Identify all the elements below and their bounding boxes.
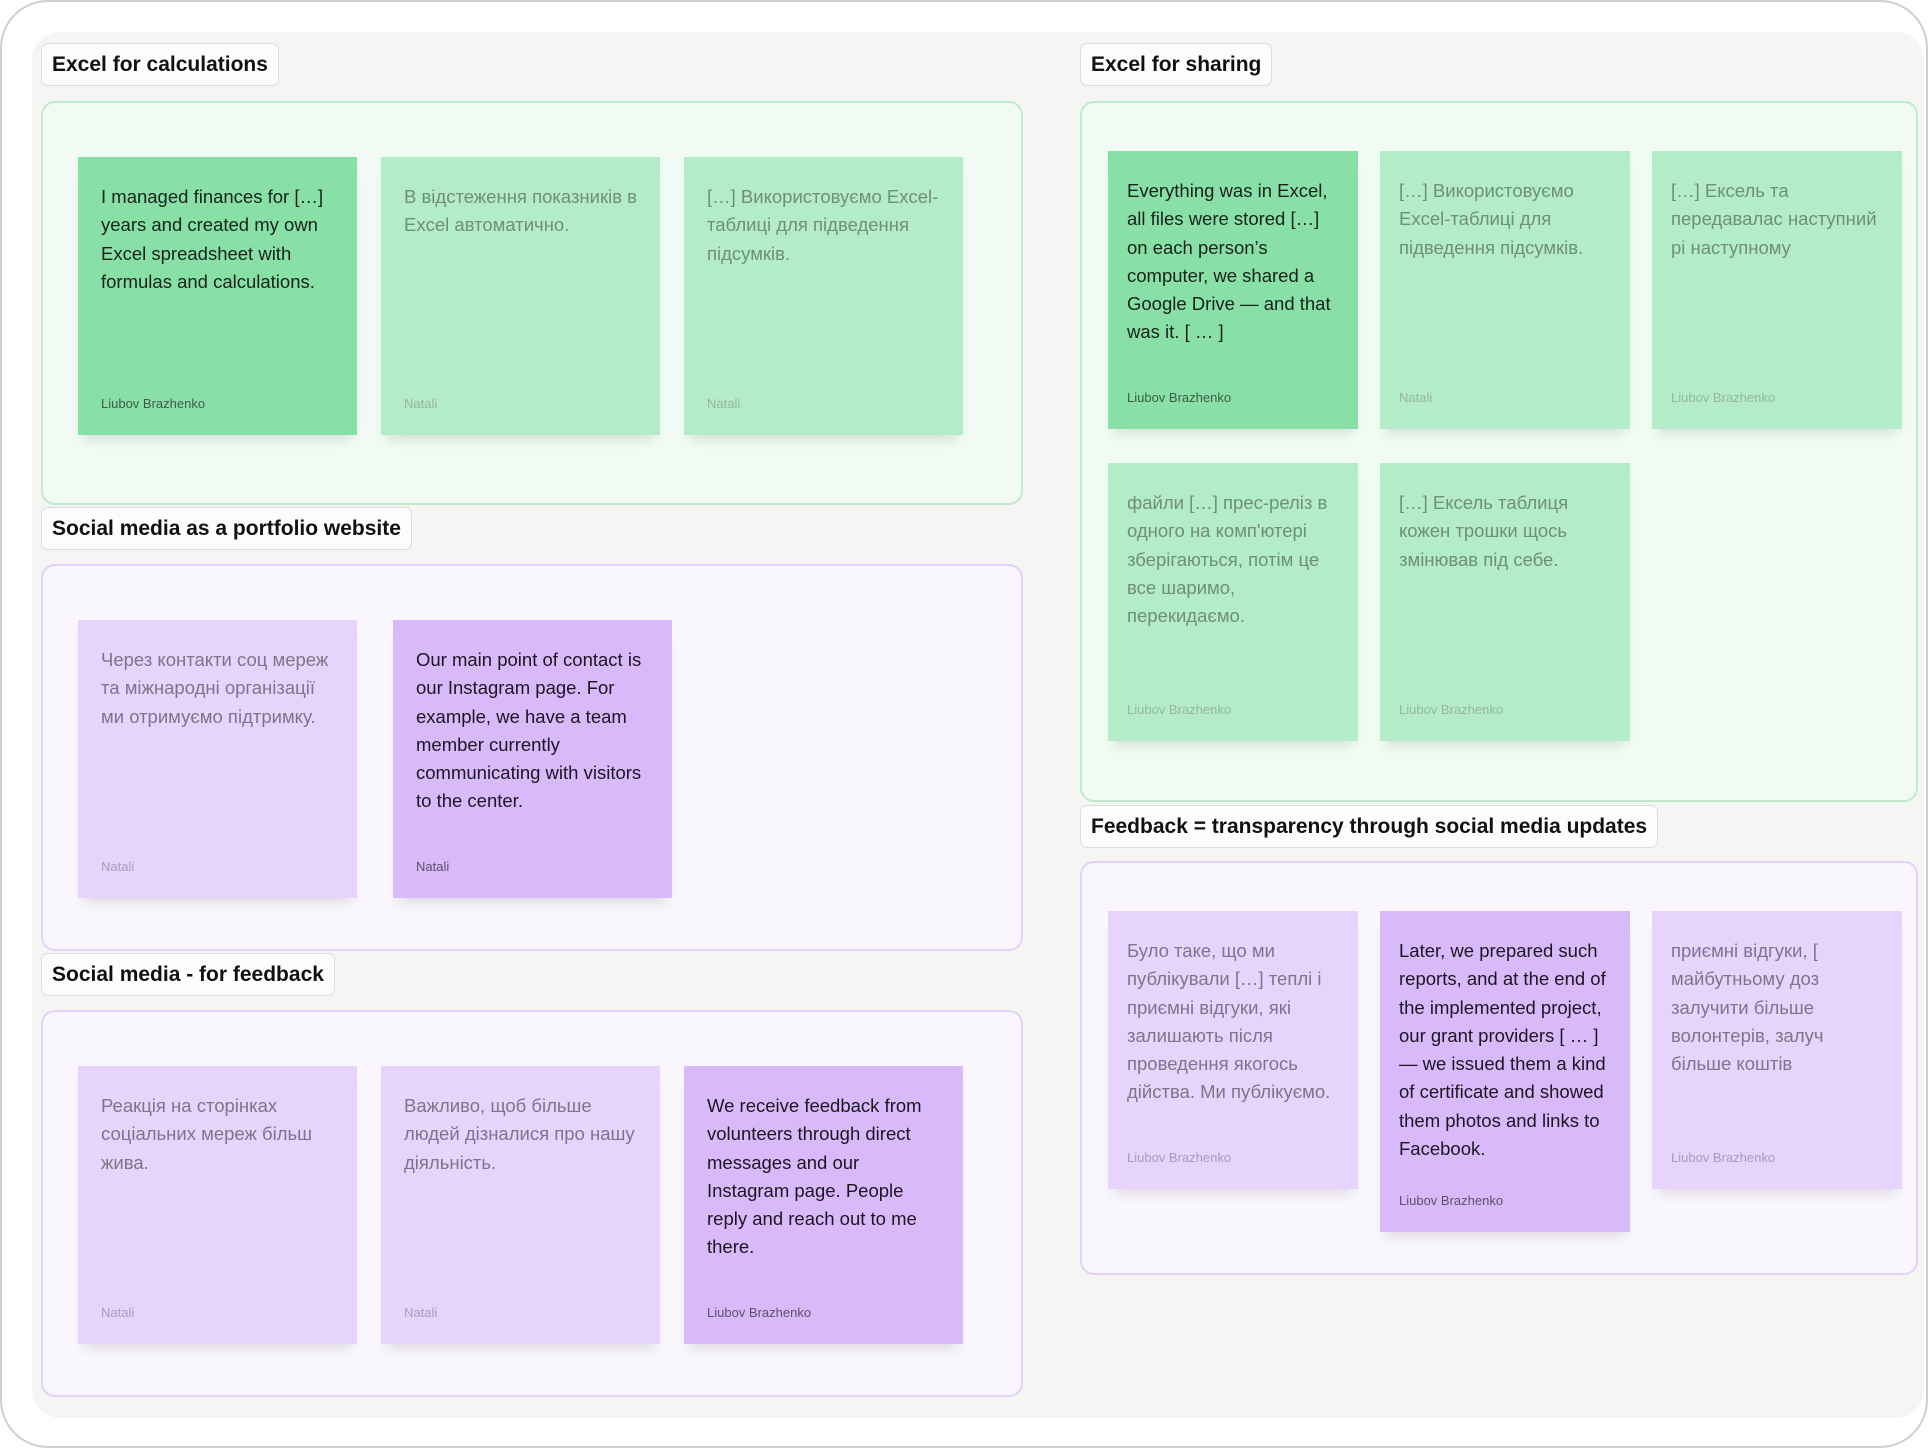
sticky-note[interactable]: Важливо, щоб більше людей дізналися про … (381, 1066, 660, 1344)
sticky-note[interactable]: […] Використовуємо Excel-таблиці для під… (1380, 151, 1630, 429)
sticky-note[interactable]: Everything was in Excel, all files were … (1108, 151, 1358, 429)
sticky-note[interactable]: Було таке, що ми публікували […] теплі і… (1108, 911, 1358, 1189)
note-author: Liubov Brazhenko (1127, 702, 1232, 717)
section-label[interactable]: Social media as a portfolio website (41, 507, 412, 550)
sticky-note[interactable]: Later, we prepared such reports, and at … (1380, 911, 1630, 1233)
note-author: Natali (404, 396, 438, 411)
note-text: файли […] прес-реліз в одного на комп'ют… (1127, 492, 1328, 627)
section-label[interactable]: Social media - for feedback (41, 953, 335, 996)
note-author: Liubov Brazhenko (1399, 702, 1504, 717)
sticky-note[interactable]: […] Ексель таблиця кожен трошки щось змі… (1380, 463, 1630, 741)
note-text: Our main point of contact is our Instagr… (416, 649, 642, 812)
sticky-note[interactable]: We receive feedback from volunteers thro… (684, 1066, 963, 1344)
note-author: Natali (707, 396, 741, 411)
section-label[interactable]: Feedback = transparency through social m… (1080, 805, 1659, 848)
section-frame[interactable]: Було таке, що ми публікували […] теплі і… (1080, 861, 1918, 1275)
note-text: Реакція на сторінках соціальних мереж бі… (101, 1095, 312, 1173)
note-text: Later, we prepared such reports, and at … (1399, 940, 1606, 1160)
sticky-note[interactable]: I managed finances for […] years and cre… (78, 157, 357, 435)
note-author: Natali (416, 859, 450, 874)
sticky-note[interactable]: […] Ексель та передавалас наступний рі н… (1652, 151, 1902, 429)
note-text: I managed finances for […] years and cre… (101, 186, 324, 292)
note-author: Natali (1399, 390, 1433, 405)
note-author: Liubov Brazhenko (1671, 390, 1776, 405)
sticky-note[interactable]: Реакція на сторінках соціальних мереж бі… (78, 1066, 357, 1344)
note-text: Важливо, щоб більше людей дізналися про … (404, 1095, 635, 1173)
note-text: Everything was in Excel, all files were … (1127, 180, 1331, 343)
sticky-note[interactable]: Our main point of contact is our Instagr… (393, 620, 672, 898)
sticky-note[interactable]: Через контакти соц мереж та міжнародні о… (78, 620, 357, 898)
note-author: Natali (101, 1305, 135, 1320)
section-frame[interactable]: Через контакти соц мереж та міжнародні о… (41, 564, 1023, 951)
section-label[interactable]: Excel for sharing (1080, 43, 1273, 86)
note-author: Liubov Brazhenko (1399, 1193, 1504, 1209)
note-author: Liubov Brazhenko (101, 396, 206, 411)
note-author: Natali (101, 859, 135, 874)
note-text: […] Використовуємо Excel-таблиці для під… (1399, 180, 1584, 258)
sticky-note[interactable]: файли […] прес-реліз в одного на комп'ют… (1108, 463, 1358, 741)
sticky-note[interactable]: приємні відгуки, [ майбутньому доз залуч… (1652, 911, 1902, 1189)
note-author: Liubov Brazhenko (1127, 1150, 1232, 1165)
note-text: […] Ексель таблиця кожен трошки щось змі… (1399, 492, 1569, 570)
section-frame[interactable]: I managed finances for […] years and cre… (41, 101, 1023, 505)
note-author: Liubov Brazhenko (1127, 390, 1232, 405)
note-text: We receive feedback from volunteers thro… (707, 1095, 922, 1258)
sticky-note[interactable]: […] Використовуємо Excel-таблиці для під… (684, 157, 963, 435)
section-frame[interactable]: Everything was in Excel, all files were … (1080, 101, 1918, 802)
note-author: Liubov Brazhenko (1671, 1150, 1776, 1165)
note-author: Liubov Brazhenko (707, 1305, 812, 1320)
note-text: В відстеження показників в Excel автомат… (404, 186, 637, 236)
sticky-note[interactable]: В відстеження показників в Excel автомат… (381, 157, 660, 435)
note-text: Через контакти соц мереж та міжнародні о… (101, 649, 329, 727)
note-text: […] Ексель та передавалас наступний рі н… (1671, 180, 1877, 258)
note-text: приємні відгуки, [ майбутньому доз залуч… (1671, 940, 1824, 1075)
section-frame[interactable]: Реакція на сторінках соціальних мереж бі… (41, 1010, 1023, 1397)
note-author: Natali (404, 1305, 438, 1320)
note-text: […] Використовуємо Excel-таблиці для під… (707, 186, 939, 264)
note-text: Було таке, що ми публікували […] теплі і… (1127, 940, 1331, 1103)
section-label[interactable]: Excel for calculations (41, 43, 279, 86)
